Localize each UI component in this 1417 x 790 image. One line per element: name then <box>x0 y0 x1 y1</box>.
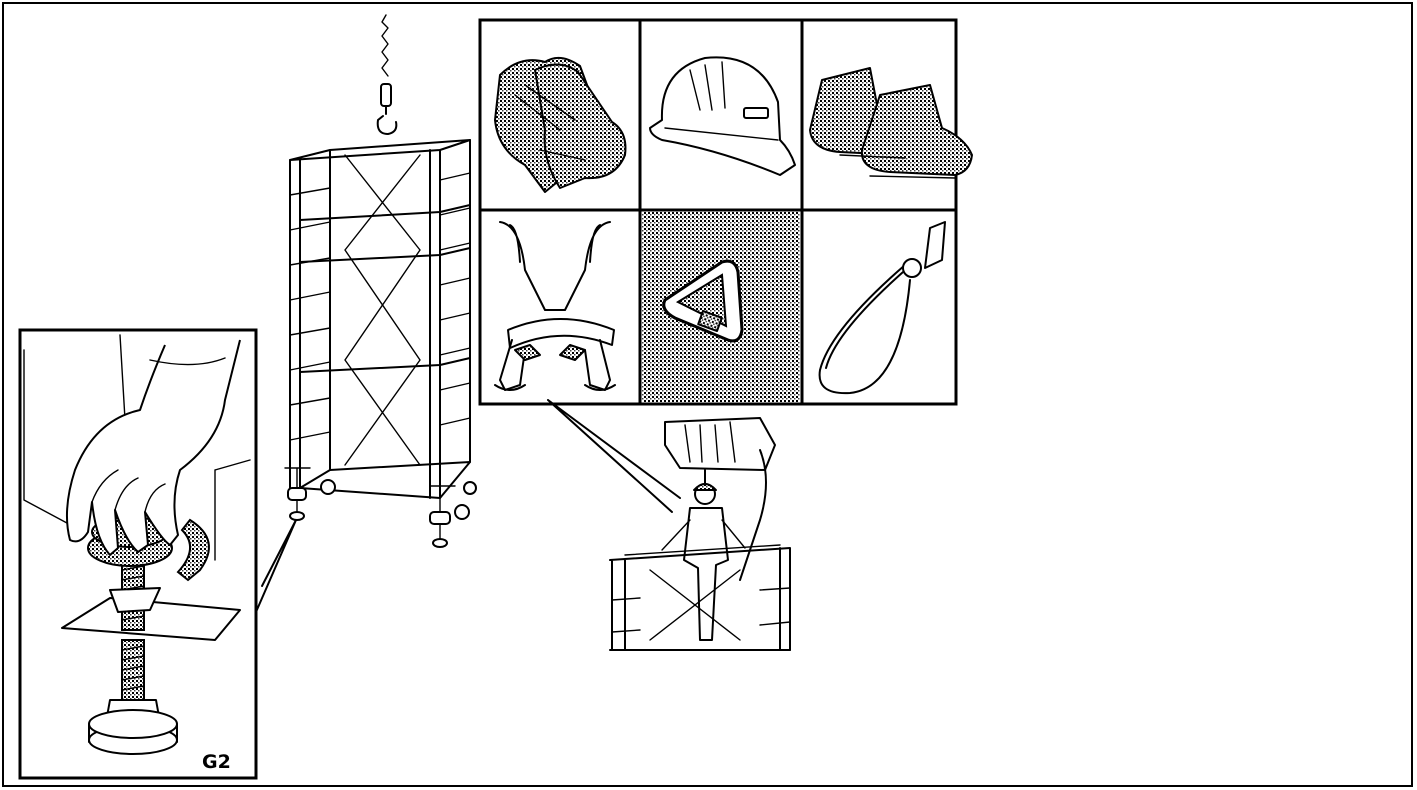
leveling-jack-detail: G2 <box>20 330 256 778</box>
callout-line <box>548 400 680 512</box>
worker-on-scaffold-icon <box>610 418 790 650</box>
crane-hook-icon <box>378 15 397 134</box>
detail-label: G2 <box>202 751 231 773</box>
callout-line <box>256 520 296 612</box>
mobile-scaffold-tower <box>285 140 476 547</box>
